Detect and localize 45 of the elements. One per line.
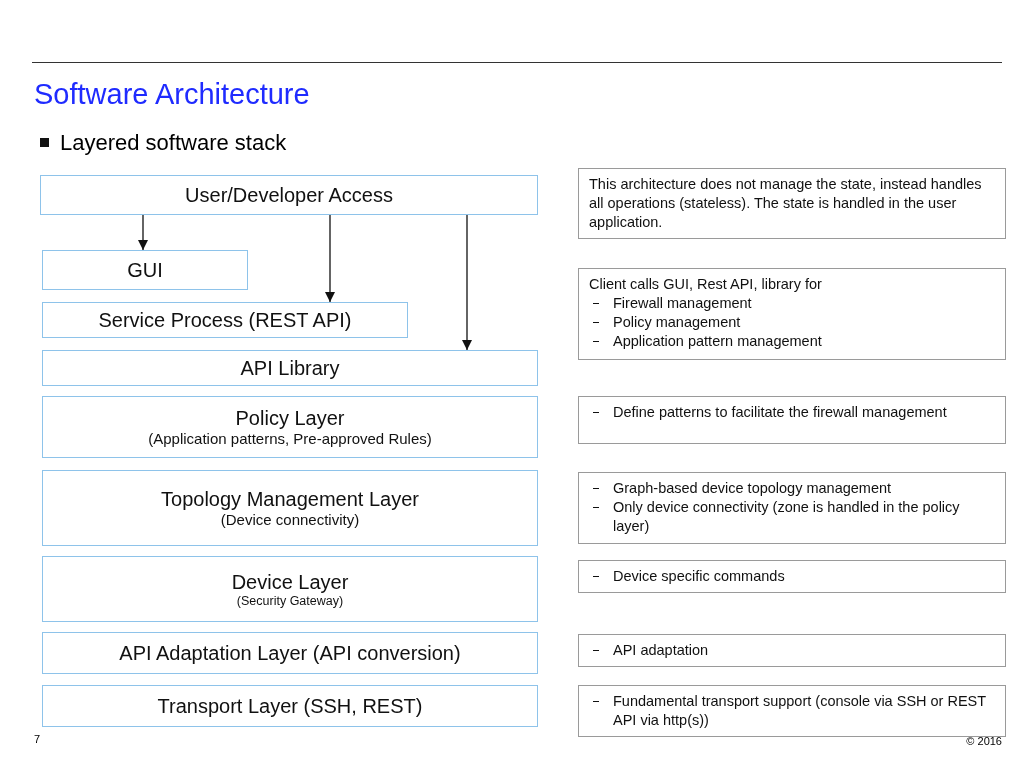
layer-box <box>40 175 538 215</box>
layer-box <box>42 556 538 622</box>
note-box <box>578 268 1006 360</box>
note-box <box>578 396 1006 444</box>
layer-name: API Adaptation Layer (API conversion) <box>119 641 461 665</box>
note-box <box>578 168 1006 239</box>
arrow <box>137 214 149 251</box>
note-text: This architecture does not manage the state, instead handles all operations (stateless). The state is handled in the user application. <box>589 175 983 232</box>
bullet-item: Only device connectivity (zone is handled in the policy layer) <box>589 497 995 536</box>
layer-name: Topology Management Layer <box>161 488 419 511</box>
note-text: Client calls GUI, Rest API, library for <box>589 275 823 294</box>
layer-name: User/Developer Access <box>185 183 393 207</box>
note-box <box>578 472 1006 544</box>
bullet-item: Firewall management <box>589 293 995 313</box>
layer-box <box>42 632 538 674</box>
layer-box <box>42 396 538 458</box>
layer-name: Service Process (REST API) <box>98 308 352 332</box>
layer-name: Device Layer <box>231 570 349 594</box>
layer-name: GUI <box>127 258 163 282</box>
layer-name: Policy Layer <box>235 407 345 430</box>
arrow <box>324 214 336 303</box>
layer-detail: (Device connectivity) <box>220 511 360 528</box>
note-box <box>578 560 1006 593</box>
bullet-item: Graph-based device topology management <box>589 479 995 498</box>
bullet-text: Layered software stack <box>60 130 287 156</box>
layer-name: API Library <box>240 356 340 380</box>
arrow <box>461 214 473 351</box>
layer-detail: (Application patterns, Pre-approved Rules) <box>148 430 432 447</box>
bullet-item: Device specific commands <box>589 567 995 586</box>
page-number: 7 <box>34 733 41 745</box>
layer-box <box>42 685 538 727</box>
note-box <box>578 685 1006 737</box>
bullet-item: Define patterns to facilitate the firewall management <box>589 403 995 422</box>
bullet-item: Policy management <box>589 312 995 332</box>
layer-box <box>42 470 538 546</box>
layer-name: Transport Layer (SSH, REST) <box>157 694 423 718</box>
note-box <box>578 634 1006 667</box>
layer-box <box>42 302 408 338</box>
layer-detail: (Security Gateway) <box>236 593 344 608</box>
bullet-item: API adaptation <box>589 641 995 660</box>
layer-box <box>42 350 538 386</box>
layer-box <box>42 250 248 290</box>
bullet-item: Fundamental transport support (console via SSH or REST API via http(s)) <box>589 692 995 730</box>
slide-title: Software Architecture <box>34 78 310 111</box>
bullet-item: Application pattern management <box>589 331 995 351</box>
